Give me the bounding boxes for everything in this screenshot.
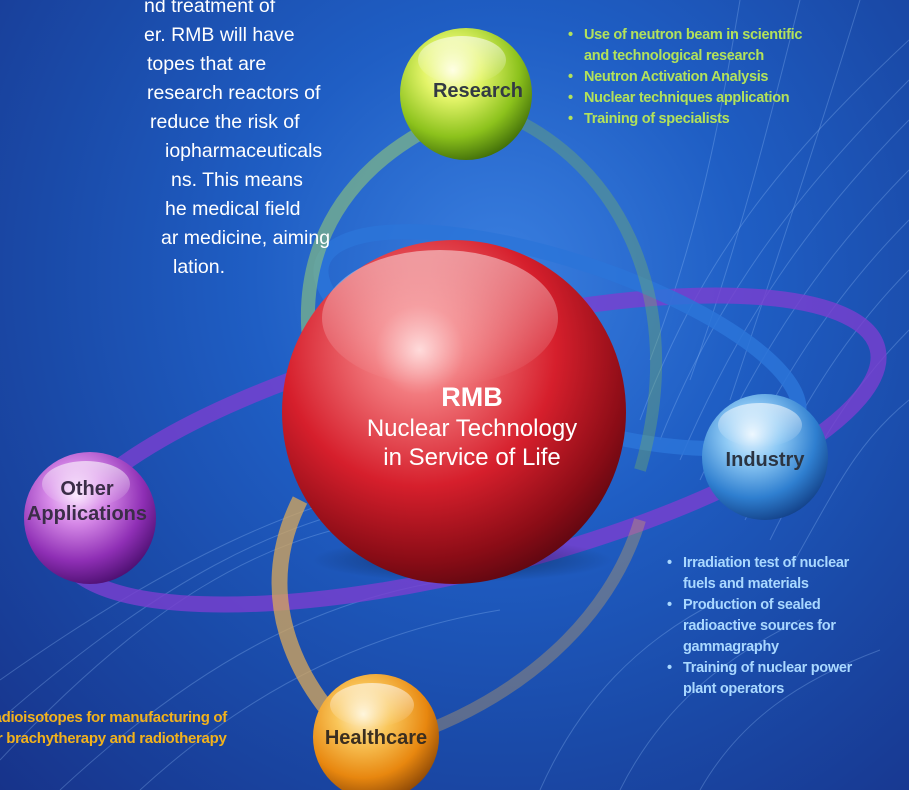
- industry-label: Industry: [725, 449, 805, 471]
- other-label-line1: Other: [60, 478, 114, 500]
- industry-item: Training of nuclear power: [665, 658, 909, 679]
- intro-line: iopharmaceuticals: [165, 140, 323, 162]
- rmb-center-sphere-gloss: [322, 250, 558, 386]
- intro-line: he medical field: [165, 198, 301, 220]
- industry-item-continued: plant operators: [683, 681, 785, 697]
- industry-item-continued: gammagraphy: [683, 639, 779, 655]
- industry-item: Irradiation test of nuclear: [665, 553, 909, 574]
- intro-line: research reactors of: [147, 82, 321, 104]
- research-label: Research: [432, 80, 524, 102]
- research-list: Use of neutron beam in scientific and te…: [566, 25, 802, 130]
- intro-line: ar medicine, aiming: [161, 227, 331, 249]
- industry-item-continued: radioactive sources for: [683, 618, 836, 634]
- industry-list: Irradiation test of nuclear fuels and ma…: [665, 553, 909, 700]
- research-sphere-gloss: [418, 36, 506, 84]
- industry-item: Production of sealed: [665, 595, 909, 616]
- industry-item-continued: fuels and materials: [683, 576, 809, 592]
- green-orbit-ring-right: [478, 99, 663, 472]
- orange-orbit-ring-right: [398, 518, 646, 746]
- other-applications-sphere-gloss: [42, 461, 130, 507]
- healthcare-item: or brachytherapy and radiotherapy: [0, 730, 227, 747]
- research-item: Neutron Activation Analysis: [566, 67, 802, 88]
- research-item: Use of neutron beam in scientific: [566, 25, 802, 46]
- intro-line: nd treatment of: [144, 0, 276, 17]
- rmb-subtitle-line1: Nuclear Technology: [366, 415, 578, 442]
- rmb-title: RMB: [441, 382, 503, 412]
- research-item: Nuclear techniques application: [566, 88, 802, 109]
- industry-sphere-gloss: [718, 403, 802, 447]
- healthcare-list: radioisotopes for manufacturing of or br…: [0, 707, 227, 749]
- healthcare-sphere-gloss: [330, 683, 414, 727]
- intro-line: ns. This means: [171, 169, 303, 191]
- research-item: Training of specialists: [566, 109, 802, 130]
- intro-line: er. RMB will have: [144, 24, 295, 46]
- healthcare-item: radioisotopes for manufacturing of: [0, 709, 227, 726]
- research-item-continued: and technological research: [584, 48, 764, 64]
- intro-line: topes that are: [147, 53, 267, 75]
- rmb-subtitle-line2: in Service of Life: [383, 444, 561, 471]
- intro-line: lation.: [173, 256, 226, 278]
- intro-paragraph: nd treatment of er. RMB will have topes …: [0, 0, 331, 282]
- other-label-line2: Applications: [26, 503, 147, 525]
- other-applications-label: Other Applications: [12, 477, 162, 527]
- intro-line: reduce the risk of: [150, 111, 300, 133]
- rmb-center-text: RMB Nuclear Technology in Service of Lif…: [322, 380, 622, 472]
- healthcare-label: Healthcare: [324, 727, 428, 749]
